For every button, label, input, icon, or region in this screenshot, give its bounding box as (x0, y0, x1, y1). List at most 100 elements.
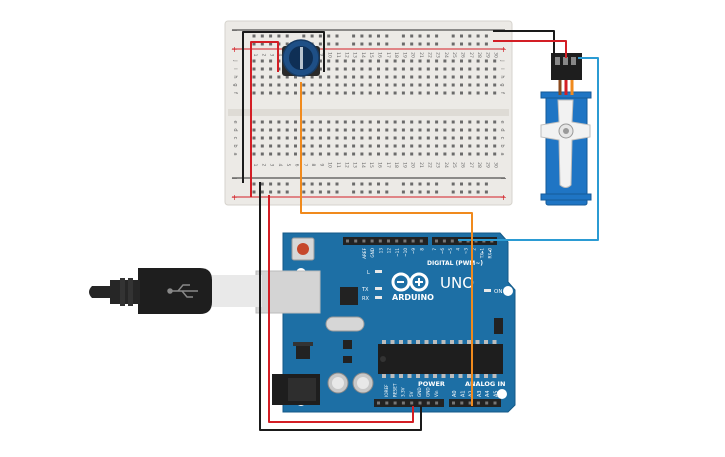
wire-5v-rail[interactable] (268, 195, 414, 423)
wire-pot-ground[interactable] (242, 31, 325, 183)
breadboard-hole (451, 144, 455, 148)
breadboard-hole (260, 152, 264, 156)
breadboard-hole (443, 67, 447, 71)
reset-button-cap[interactable] (297, 243, 309, 255)
breadboard-hole (476, 91, 480, 95)
digital-pin-label: ~11 (395, 248, 400, 257)
breadboard-column-number: 12 (343, 162, 349, 168)
wire-pot-analog[interactable] (300, 82, 473, 406)
breadboard-hole (318, 152, 322, 156)
header-pin (485, 401, 489, 405)
chip-pin (407, 374, 412, 378)
breadboard-row-letter: e (499, 120, 505, 123)
chip-pin (467, 340, 471, 344)
mounting-hole (503, 286, 513, 296)
breadboard-hole (493, 83, 497, 87)
breadboard-rail-hole (435, 34, 439, 38)
breadboard-hole (377, 144, 380, 148)
breadboard-rail-hole (484, 190, 488, 194)
breadboard-hole (252, 120, 256, 124)
digital-pin-label: 2 (472, 248, 477, 251)
breadboard-hole (294, 136, 297, 140)
breadboard-rail-hole (352, 190, 356, 194)
breadboard-hole (443, 152, 447, 156)
breadboard-column-number: 25 (451, 52, 457, 58)
breadboard-hole (493, 136, 497, 140)
digital-header-left (343, 237, 428, 245)
breadboard-rail-hole (302, 190, 306, 194)
breadboard-hole (327, 120, 331, 124)
breadboard-row-letter: h (499, 75, 505, 78)
breadboard[interactable]: − + − + − + − + 112233445566778899101011… (224, 20, 513, 206)
breadboard-hole (377, 67, 380, 71)
breadboard-column-number: 9 (318, 164, 324, 167)
breadboard-hole (294, 144, 297, 148)
breadboard-column-number: 24 (443, 52, 449, 58)
rail-plus-bottom-right: + (500, 193, 507, 202)
chip-pin (433, 374, 437, 378)
breadboard-hole (385, 128, 389, 132)
breadboard-rail-hole (385, 190, 389, 194)
breadboard-rail-hole (335, 190, 339, 194)
breadboard-hole (260, 136, 264, 140)
breadboard-hole (484, 120, 488, 124)
breadboard-hole (443, 120, 447, 124)
breadboard-column-number: 14 (360, 52, 366, 58)
breadboard-rail-hole (435, 42, 439, 46)
digital-pin-label: ~3 (464, 248, 469, 255)
breadboard-hole (252, 91, 256, 95)
wire-gnd-rail[interactable] (259, 182, 422, 431)
breadboard-hole (476, 144, 480, 148)
breadboard-hole (318, 83, 322, 87)
usb-plug-metal (212, 275, 262, 307)
breadboard-hole (484, 67, 488, 71)
analog-header (449, 399, 501, 407)
wire-servo-signal[interactable] (458, 57, 599, 241)
breadboard-column-number: 20 (410, 162, 416, 168)
servo-motor[interactable] (540, 53, 592, 206)
wire-5v-servo[interactable] (493, 40, 567, 58)
breadboard-hole (335, 83, 339, 87)
breadboard-rail-hole (285, 182, 289, 186)
capacitor-top (332, 377, 344, 389)
digital-pin-label: ~9 (411, 248, 416, 255)
breadboard-rail-hole (410, 190, 414, 194)
wire-pot-power[interactable] (250, 41, 279, 197)
breadboard-row-letter: g (232, 83, 238, 86)
power-label: POWER (418, 380, 445, 388)
header-pin (370, 239, 374, 243)
wire-gnd-servo[interactable] (493, 30, 555, 58)
breadboard-column-number: 24 (443, 162, 449, 168)
breadboard-hole (252, 83, 256, 87)
breadboard-hole (377, 75, 380, 79)
breadboard-hole (460, 128, 463, 132)
breadboard-rail-hole (451, 34, 455, 38)
analog-pin-label: A4 (485, 390, 491, 397)
chip-pin (441, 374, 446, 378)
breadboard-hole (435, 91, 439, 95)
breadboard-hole (302, 128, 306, 132)
breadboard-hole (468, 59, 472, 63)
breadboard-column-number: 25 (451, 162, 457, 168)
crystal-oscillator (325, 316, 365, 332)
breadboard-hole (443, 144, 447, 148)
breadboard-hole (451, 67, 455, 71)
breadboard-hole (410, 128, 414, 132)
potentiometer[interactable] (282, 39, 320, 77)
chip-pin (407, 340, 412, 344)
breadboard-rail-hole (377, 34, 380, 38)
breadboard-hole (302, 91, 306, 95)
breadboard-rail-hole (460, 190, 463, 194)
analog-pin-label: A3 (477, 390, 483, 397)
breadboard-row-letter: e (232, 120, 238, 123)
breadboard-rail-hole (277, 34, 281, 38)
breadboard-hole (393, 91, 397, 95)
breadboard-hole (318, 128, 322, 132)
header-pin (442, 239, 446, 243)
chip-pin (399, 374, 403, 378)
breadboard-column-number: 15 (368, 162, 374, 168)
breadboard-rail-hole (252, 190, 256, 194)
usb-cable[interactable] (89, 268, 321, 314)
breadboard-rail-hole (335, 182, 339, 186)
